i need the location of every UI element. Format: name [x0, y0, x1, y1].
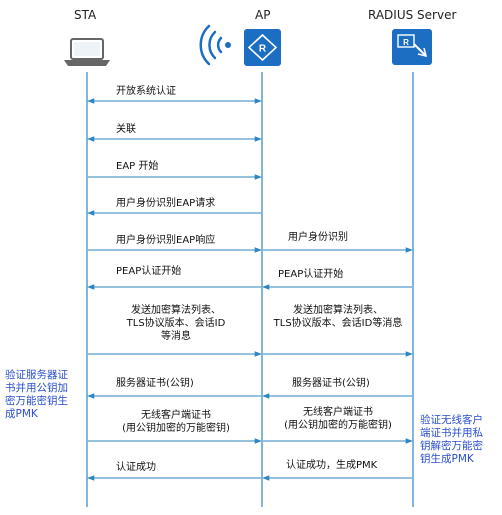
svg-text:R: R — [259, 44, 267, 55]
msg-open-system-auth: 开放系统认证 — [116, 86, 176, 97]
msg-identity-request: 用户身份识别EAP请求 — [116, 198, 216, 209]
msg-server-cert-right: 服务器证书(公钥) — [292, 378, 370, 389]
msg-peap-start-left: PEAP认证开始 — [116, 266, 182, 277]
msg-server-cert-left: 服务器证书(公钥) — [116, 378, 194, 389]
note-radius-verify-client: 验证无线客户 端证书并用私 钥解密万能密 钥生成PMK — [420, 414, 483, 465]
laptop-icon — [64, 38, 110, 66]
server-icon: R — [392, 29, 432, 65]
wifi-signal-icon — [199, 24, 231, 66]
svg-text:R: R — [403, 38, 409, 47]
msg-cipher-list-right: 发送加密算法列表、 TLS协议版本、会话ID等消息 — [273, 305, 403, 329]
msg-cipher-list-left: 发送加密算法列表、 TLS协议版本、会话ID 等消息 — [126, 305, 226, 342]
radius-server-label: RADIUS Server — [368, 8, 457, 22]
note-sta-verify-server: 验证服务器证 书并用公钥加 密万能密钥生 成PMK — [5, 369, 68, 420]
msg-client-cert-right: 无线客户端证书 (用公钥加密的万能密钥) — [284, 407, 392, 431]
msg-identity: 用户身份识别 — [288, 232, 348, 243]
msg-identity-response: 用户身份识别EAP响应 — [116, 235, 216, 246]
sta-label: STA — [74, 8, 97, 22]
msg-association: 关联 — [116, 124, 136, 135]
msg-eap-start: EAP 开始 — [116, 161, 159, 172]
msg-auth-success-left: 认证成功 — [116, 462, 156, 473]
ap-label: AP — [255, 8, 271, 22]
access-point-icon: R — [244, 29, 281, 66]
msg-peap-start-right: PEAP认证开始 — [278, 269, 344, 280]
msg-client-cert-left: 无线客户端证书 (用公钥加密的万能密钥) — [122, 410, 230, 434]
msg-auth-success-right: 认证成功，生成PMK — [286, 460, 378, 471]
